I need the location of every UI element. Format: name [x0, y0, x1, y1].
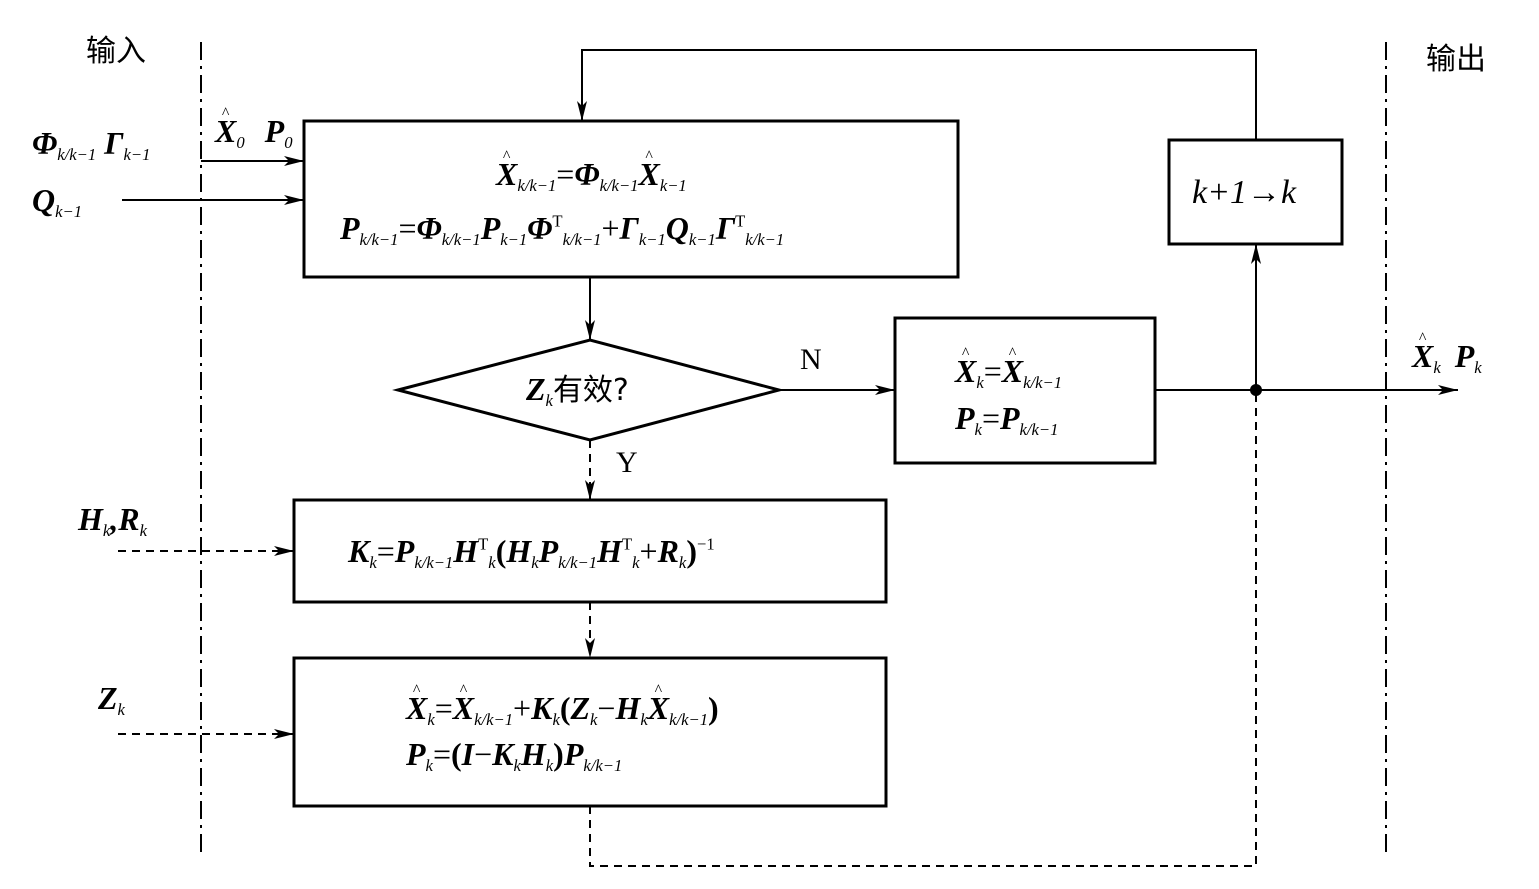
- output-label: 输出: [1426, 42, 1486, 77]
- yes-branch-label: Y: [616, 446, 638, 479]
- prediction-box: [302, 119, 960, 279]
- covariance-prediction-equation: Pk/k−1=Φk/k−1Pk−1ΦTk/k−1+Γk−1Qk−1ΓTk/k−1: [340, 210, 785, 249]
- decision-label: Zk有效?: [526, 371, 629, 410]
- update-box: [292, 656, 888, 808]
- state-update-equation: Xk=Xk/k−1+Kk(Zk−HkXk/k−1): [406, 692, 719, 728]
- state-no-update-equation: Xk=Xk/k−1: [955, 355, 1062, 391]
- gain-equation: Kk=Pk/k−1HTk(HkPk/k−1HTk+Rk)−1: [348, 533, 715, 572]
- output-estimate-label: Xk Pk: [1412, 340, 1482, 376]
- z-input-label: Zk: [98, 680, 125, 719]
- no-branch-label: N: [800, 343, 822, 376]
- covariance-no-update-equation: Pk=Pk/k−1: [955, 400, 1059, 439]
- step-increment-label: k+1→k: [1192, 174, 1297, 211]
- initial-state-label: X0 P0: [215, 115, 293, 151]
- covariance-update-equation: Pk=(I−KkHk)Pk/k−1: [406, 736, 623, 775]
- q-input-label: Qk−1: [32, 182, 83, 221]
- feedback-loop: [577, 49, 1257, 140]
- phi-gamma-input-label: Φk/k−1 Γk−1: [32, 125, 151, 164]
- update-return-path: [589, 390, 1257, 867]
- hr-input-label: Hk,Rk: [78, 501, 148, 540]
- input-label: 输入: [86, 34, 146, 69]
- state-prediction-equation: Xk/k−1=Φk/k−1Xk−1: [496, 158, 687, 194]
